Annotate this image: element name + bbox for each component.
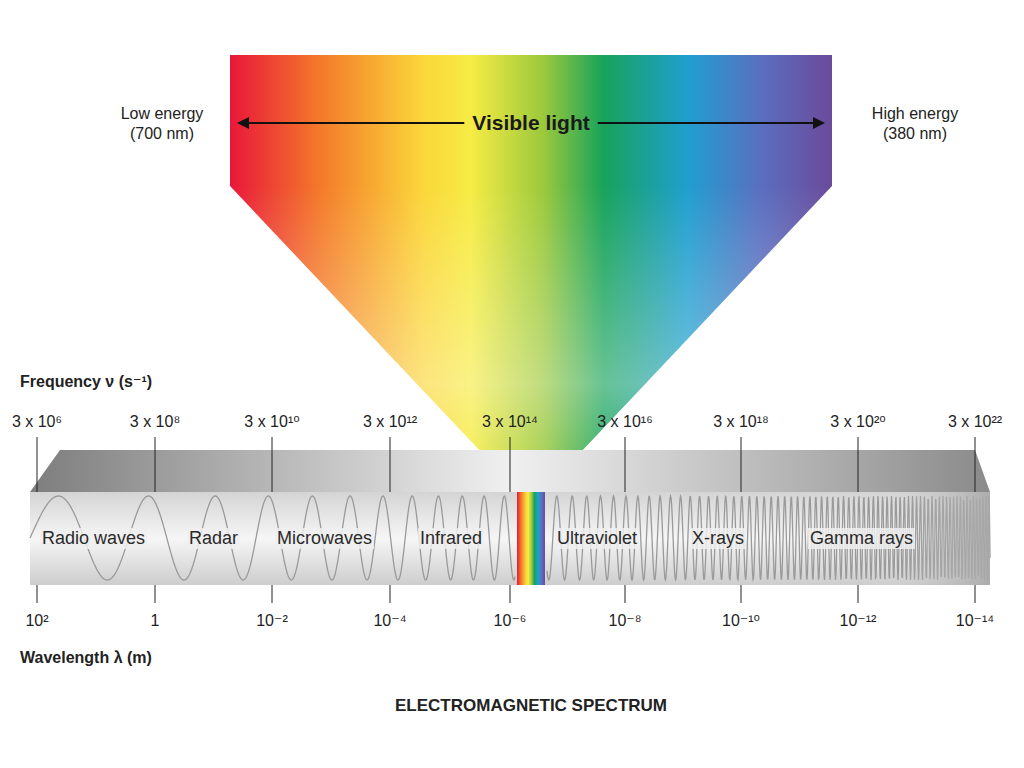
region-name: X-rays: [690, 528, 746, 549]
wavelength-value: 10⁻¹⁴: [956, 611, 994, 631]
wave-line: [30, 496, 990, 580]
energy-note: Low energy (700 nm): [110, 104, 214, 144]
energy-note: High energy (380 nm): [860, 104, 970, 144]
caption: ELECTROMAGNETIC SPECTRUM: [395, 696, 667, 716]
band-title: Visible light: [472, 111, 589, 135]
axis-title: Wavelength λ (m): [20, 648, 152, 668]
wavelength-value: 10⁻¹⁰: [722, 611, 760, 631]
frequency-value: 3 x 10²⁰: [830, 412, 885, 432]
region-name: Microwaves: [275, 528, 374, 549]
frequency-value: 3 x 10⁸: [130, 412, 180, 432]
arrow-part: [237, 117, 249, 129]
funnel-shade: [230, 186, 832, 490]
wavelength-ticks: [37, 585, 975, 603]
axis-title: Frequency ν (s⁻¹): [20, 372, 152, 392]
region-name: Infrared: [418, 528, 484, 549]
arrow-part: [245, 122, 464, 124]
visible-strip: [517, 492, 545, 585]
arrow-part: [598, 122, 817, 124]
frequency-value: 3 x 10²²: [948, 412, 1002, 432]
region-name: Radio waves: [40, 528, 147, 549]
frequency-value: 3 x 10¹²: [363, 412, 417, 432]
arrow-part: [813, 117, 825, 129]
wavelength-value: 1: [151, 611, 160, 631]
spectrum-band: Radio waves Radar Microwaves Infrared Ultrav…: [30, 492, 990, 585]
wavelength-value: 10⁻²: [256, 611, 288, 631]
wavelength-value: 10⁻¹²: [840, 611, 877, 631]
wavelength-value: 10⁻⁶: [494, 611, 527, 631]
frequency-value: 3 x 10¹⁸: [713, 412, 769, 432]
wavelength-value: 10²: [25, 611, 48, 631]
visible-light-band: Visible light: [230, 55, 832, 186]
frequency-value: 3 x 10⁶: [12, 412, 62, 432]
frequency-ticks: [37, 437, 975, 492]
frequency-value: 3 x 10¹⁴: [482, 412, 538, 432]
region-name: Radar: [187, 528, 240, 549]
region-name: Gamma rays: [808, 528, 915, 549]
light-funnel: [230, 186, 832, 490]
region-name: Ultraviolet: [555, 528, 639, 549]
frequency-value: 3 x 10¹⁰: [244, 412, 299, 432]
wavelength-value: 10⁻⁴: [373, 611, 406, 631]
spectrum-bar: [30, 492, 990, 585]
frequency-value: 3 x 10¹⁶: [597, 412, 653, 432]
wavelength-value: 10⁻⁸: [609, 611, 642, 631]
